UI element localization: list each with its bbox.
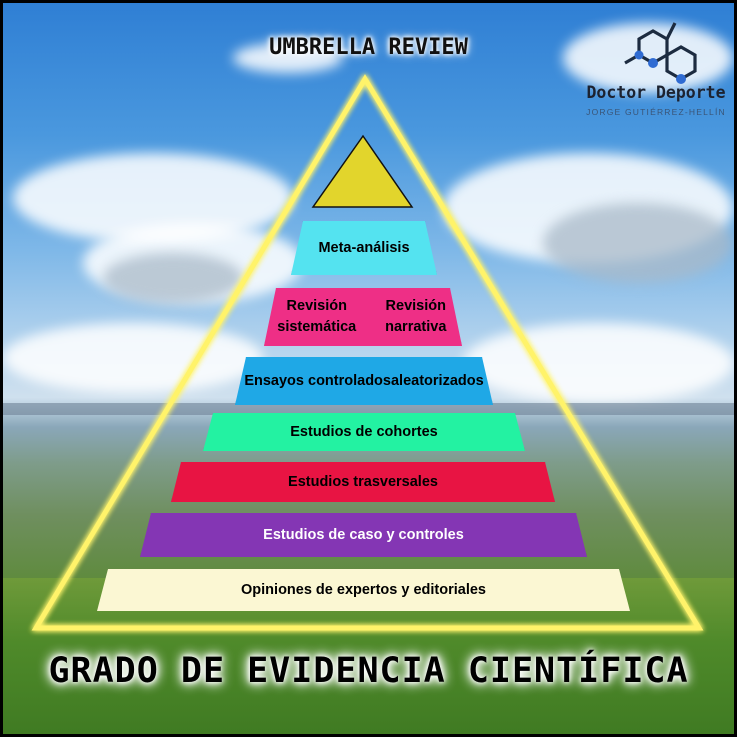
logo-molecule-icon — [624, 22, 697, 84]
pyramid-apex — [311, 134, 414, 208]
cloud — [233, 43, 343, 73]
bottom-title: GRADO DE EVIDENCIA CIENTÍFICA — [48, 651, 689, 691]
pyramid-tier: Meta-análisis — [291, 221, 437, 275]
cloud — [103, 253, 243, 303]
pyramid — [31, 74, 704, 631]
pyramid-tier-label: Meta-análisis — [318, 239, 410, 256]
pyramid-tier-label: Estudios de caso y controles — [263, 526, 464, 543]
pyramid-tier: Estudios trasversales — [171, 462, 555, 502]
pyramid-outline — [31, 74, 704, 631]
pyramid-tier-label: Opiniones de expertos y editoriales — [241, 581, 486, 598]
logo-subtitle: JORGE GUTIÉRREZ-HELLÍN — [586, 107, 726, 117]
top-title: UMBRELLA REVIEW — [269, 35, 468, 60]
pyramid-tier: Revisión sistemática Revisión narrativa — [264, 288, 462, 346]
cloud — [463, 323, 734, 403]
cloud — [3, 323, 263, 393]
pyramid-tier: Estudios de cohortes — [203, 413, 525, 451]
pyramid-tier-label: Revisión sistemática — [277, 298, 357, 335]
pyramid-tier-label: Revisión narrativa — [385, 298, 447, 335]
cloud — [543, 203, 733, 283]
logo-name: Doctor Deporte — [586, 83, 726, 102]
pyramid-tier-label: Estudios trasversales — [288, 473, 438, 490]
pyramid-tier-label: Ensayos controlados — [244, 372, 391, 389]
pyramid-tier: Opiniones de expertos y editoriales — [97, 569, 630, 611]
horizon-hills — [3, 403, 734, 415]
pyramid-tier: Estudios de caso y controles — [140, 513, 587, 557]
pyramid-tier-label: Estudios de cohortes — [290, 423, 438, 440]
pyramid-tier-label: aleatorizados — [390, 372, 484, 389]
